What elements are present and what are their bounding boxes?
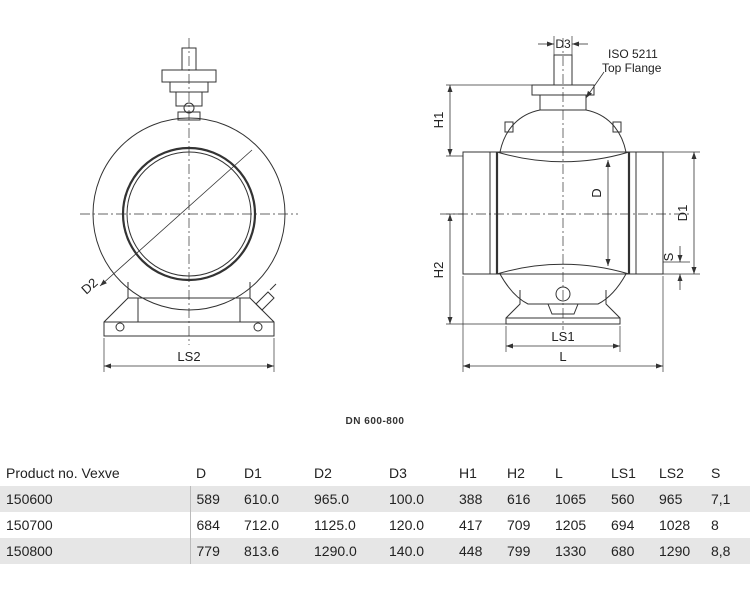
d3-label: D3: [555, 37, 571, 51]
cell-s: 8: [711, 517, 719, 533]
cell-h2: 799: [507, 543, 531, 559]
cell-s: 7,1: [711, 491, 731, 507]
header-h1: H1: [459, 465, 477, 481]
cell-d3: 100.0: [389, 491, 425, 507]
l-label: L: [559, 349, 566, 364]
table-header-row: Product no. Vexve D D1 D2 D3 H1 H2 L LS1…: [0, 460, 750, 486]
cell-d: 684: [196, 517, 220, 533]
header-h2: H2: [507, 465, 525, 481]
cell-product-no: 150700: [0, 512, 191, 538]
cell-l: 1330: [555, 543, 587, 559]
cell-d2: 1125.0: [314, 517, 356, 533]
ls1-label: LS1: [551, 329, 574, 344]
cell-l: 1065: [555, 491, 587, 507]
cell-d3: 140.0: [389, 543, 425, 559]
cell-ls1: 680: [611, 543, 635, 559]
cell-d3: 120.0: [389, 517, 425, 533]
cell-ls2: 1290: [659, 543, 691, 559]
cell-d: 779: [196, 543, 220, 559]
valve-technical-drawing: D2 LS2: [78, 36, 700, 372]
cell-d2: 1290.0: [314, 543, 357, 559]
side-view: [440, 36, 700, 372]
cell-s: 8,8: [711, 543, 731, 559]
cell-h1: 388: [459, 491, 483, 507]
header-d: D: [196, 465, 207, 481]
cell-ls1: 560: [611, 491, 635, 507]
cell-product-no: 150800: [0, 538, 191, 564]
cell-d1: 712.0: [244, 517, 280, 533]
h1-label: H1: [431, 112, 446, 129]
header-ls2: LS2: [659, 465, 684, 481]
header-s: S: [711, 465, 721, 481]
front-view: [80, 38, 298, 372]
header-d1: D1: [244, 465, 262, 481]
ls2-label: LS2: [177, 349, 200, 364]
cell-d: 589: [196, 491, 220, 507]
cell-h2: 616: [507, 491, 531, 507]
iso-label-line2: Top Flange: [602, 61, 662, 75]
header-ls1: LS1: [611, 465, 636, 481]
header-d2: D2: [314, 465, 332, 481]
d2-label: D2: [78, 275, 100, 297]
drawing-caption: DN 600-800: [345, 416, 405, 427]
cell-ls2: 1028: [659, 517, 691, 533]
s-label: S: [661, 252, 676, 261]
d1-label: D1: [675, 205, 690, 222]
table-row: 150600 589 610.0 965.0 100.0 388 616 106…: [0, 486, 750, 512]
cell-h2: 709: [507, 517, 531, 533]
d-label: D: [589, 188, 604, 197]
table-row: 150700 684 712.0 1125.0 120.0 417 709 12…: [0, 512, 750, 538]
cell-ls1: 694: [611, 517, 635, 533]
cell-l: 1205: [555, 517, 587, 533]
iso-label-line1: ISO 5211: [608, 47, 658, 61]
cell-product-no: 150600: [0, 486, 191, 512]
cell-d1: 813.6: [244, 543, 280, 559]
h2-label: H2: [431, 262, 446, 279]
header-d3: D3: [389, 465, 407, 481]
cell-d1: 610.0: [244, 491, 280, 507]
cell-h1: 417: [459, 517, 483, 533]
table-row: 150800 779 813.6 1290.0 140.0 448 799 13…: [0, 538, 750, 564]
cell-h1: 448: [459, 543, 483, 559]
header-l: L: [555, 465, 563, 481]
cell-d2: 965.0: [314, 491, 350, 507]
dimensions-table: Product no. Vexve D D1 D2 D3 H1 H2 L LS1…: [0, 460, 750, 564]
header-product-no: Product no. Vexve: [6, 465, 120, 481]
cell-ls2: 965: [659, 491, 683, 507]
